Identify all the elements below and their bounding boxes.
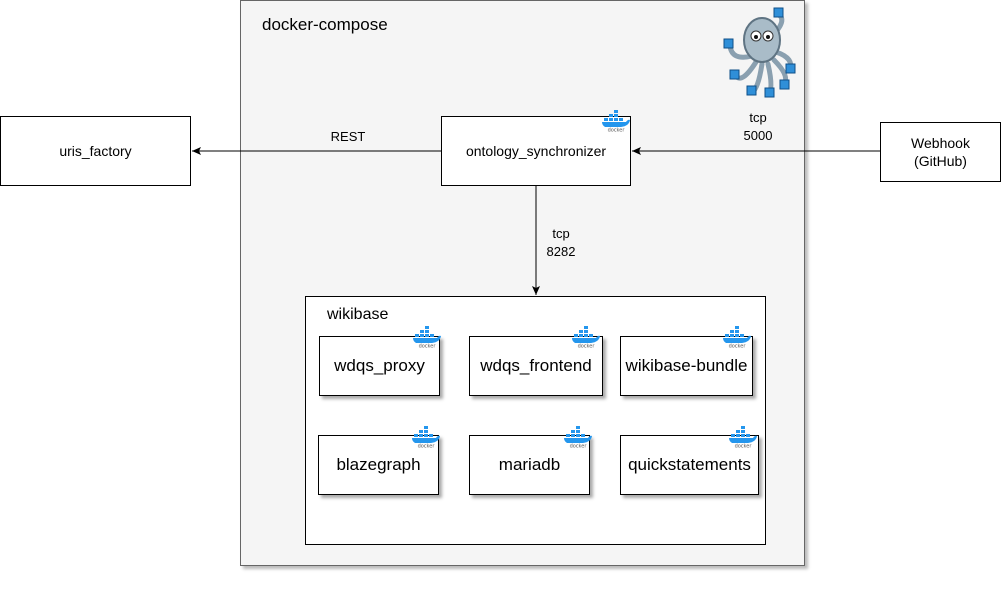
uris-factory-node: uris_factory (0, 116, 191, 186)
quickstatements-node: quickstatements (620, 435, 759, 495)
wdqs-proxy-node: wdqs_proxy (319, 336, 440, 396)
docker-whale-icon: docker (413, 326, 441, 349)
docker-badge-text: docker (735, 444, 753, 449)
rest-edge-label: REST (330, 129, 366, 144)
blazegraph-label: blazegraph (336, 455, 421, 474)
docker-badge-text: docker (608, 128, 626, 133)
blazegraph-node: blazegraph (318, 435, 439, 495)
docker-whale-icon: docker (723, 326, 751, 349)
wikibase-bundle-label: wikibase-bundle (625, 356, 748, 375)
docker-compose-octopus-icon (723, 7, 796, 98)
tcp-5000-proto: tcp (749, 110, 767, 125)
mariadb-node: mariadb (469, 435, 590, 495)
docker-compose-title: docker-compose (262, 15, 388, 34)
docker-badge-text: docker (729, 344, 747, 349)
wdqs-frontend-node: wdqs_frontend (469, 336, 603, 396)
tcp-8282-port: 8282 (546, 244, 576, 259)
tcp-5000-port: 5000 (743, 128, 773, 143)
docker-whale-icon: docker (564, 426, 592, 449)
docker-badge-text: docker (418, 444, 436, 449)
docker-whale-icon: docker (602, 110, 630, 133)
tcp-5000-edge-label: tcp 5000 (728, 109, 788, 145)
docker-badge-text: docker (419, 344, 437, 349)
tcp-8282-proto: tcp (552, 226, 570, 241)
mariadb-label: mariadb (498, 455, 561, 474)
ontology-synchronizer-label: ontology_synchronizer (465, 143, 607, 159)
wikibase-bundle-node: wikibase-bundle (620, 336, 753, 396)
docker-badge-text: docker (570, 444, 588, 449)
ontology-synchronizer-node: ontology_synchronizer (441, 116, 631, 186)
webhook-node: Webhook (GitHub) (880, 122, 1001, 182)
docker-whale-icon: docker (412, 426, 440, 449)
wdqs-proxy-label: wdqs_proxy (334, 356, 425, 375)
docker-badge-text: docker (578, 344, 596, 349)
tcp-8282-edge-label: tcp 8282 (531, 225, 591, 261)
quickstatements-label: quickstatements (628, 455, 751, 474)
wikibase-container (305, 296, 766, 545)
uris-factory-label: uris_factory (59, 143, 132, 159)
webhook-label-line1: Webhook (911, 135, 970, 151)
docker-whale-icon: docker (572, 326, 600, 349)
wikibase-title: wikibase (327, 306, 389, 323)
docker-whale-icon: docker (729, 426, 757, 449)
wdqs-frontend-label: wdqs_frontend (480, 356, 592, 375)
webhook-label-line2: (GitHub) (914, 153, 967, 169)
